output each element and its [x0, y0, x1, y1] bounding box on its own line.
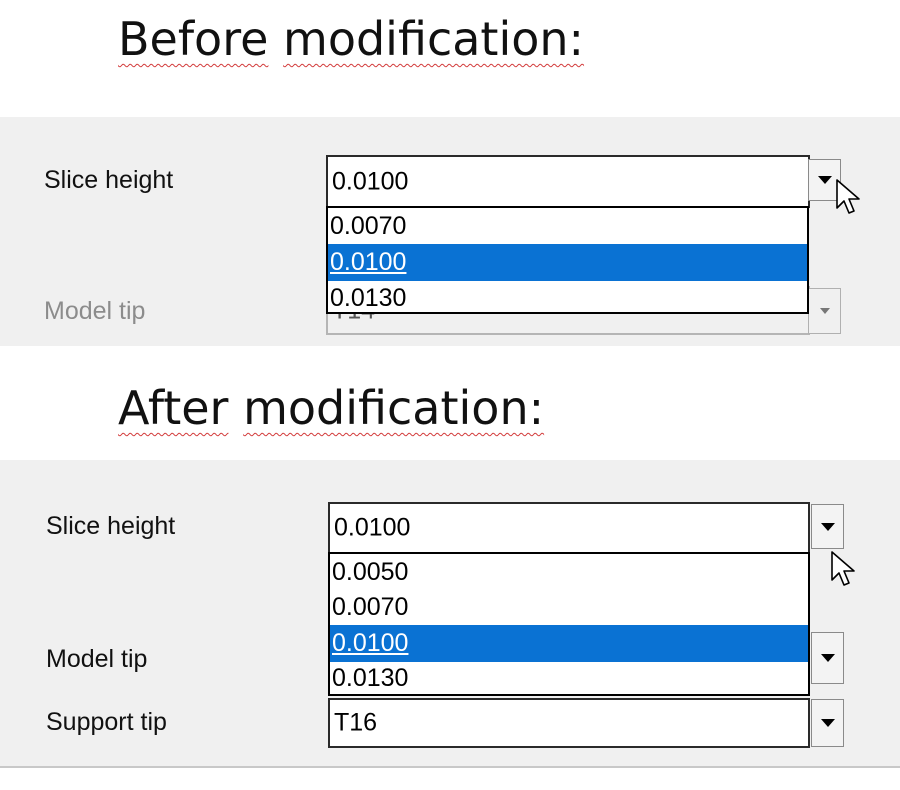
after-slice-height-label: Slice height [46, 512, 176, 540]
before-option-0[interactable]: 0.0070 [328, 208, 807, 245]
before-model-tip-dropdown-button [808, 288, 841, 334]
after-model-tip-dropdown-button[interactable] [811, 632, 844, 684]
mouse-pointer-icon [831, 551, 855, 586]
before-slice-height-combobox[interactable]: 0.0100 [326, 155, 810, 208]
after-heading: After modification: [118, 385, 544, 431]
dropdown-arrow-icon [820, 654, 835, 662]
before-option-0-text: 0.0070 [330, 212, 407, 240]
after-slice-height-value: 0.0100 [334, 513, 411, 542]
dropdown-arrow-icon [817, 176, 832, 184]
after-model-tip-label: Model tip [46, 645, 148, 673]
after-option-0-text: 0.0050 [332, 558, 409, 586]
before-slice-height-label: Slice height [44, 166, 174, 194]
dropdown-arrow-icon [819, 308, 830, 314]
before-slice-height-value: 0.0100 [332, 167, 409, 195]
before-model-tip-label: Model tip [44, 297, 146, 325]
after-slice-height-dropdown-list: 0.0050 0.0070 0.0100 0.0130 [328, 552, 810, 696]
after-option-0[interactable]: 0.0050 [330, 554, 808, 591]
dropdown-arrow-icon [820, 522, 835, 531]
before-heading-word1: Before [118, 12, 269, 66]
before-option-1-text: 0.0100 [330, 248, 407, 276]
before-option-2-text: 0.0130 [330, 284, 407, 312]
dropdown-arrow-icon [820, 719, 835, 727]
bottom-divider [0, 766, 900, 768]
after-slice-height-dropdown-button[interactable] [811, 504, 844, 549]
after-option-3-text: 0.0130 [332, 664, 409, 692]
mouse-pointer-icon [836, 179, 860, 214]
after-option-2[interactable]: 0.0100 [330, 625, 808, 662]
after-support-tip-value: T16 [334, 708, 378, 737]
after-support-tip-dropdown-button[interactable] [811, 699, 844, 747]
before-heading: Before modification: [118, 16, 584, 62]
after-support-tip-label: Support tip [46, 708, 167, 736]
before-option-2[interactable]: 0.0130 [328, 280, 807, 317]
before-option-1[interactable]: 0.0100 [328, 244, 807, 281]
before-slice-height-dropdown-list: 0.0070 0.0100 0.0130 [326, 206, 809, 314]
after-option-2-text: 0.0100 [332, 629, 409, 657]
after-heading-word2: modification: [243, 381, 545, 435]
before-slice-height-dropdown-button[interactable] [808, 159, 841, 201]
before-heading-word2: modification: [283, 12, 585, 66]
after-heading-word1: After [118, 381, 229, 435]
after-support-tip-combobox[interactable]: T16 [328, 698, 810, 748]
after-slice-height-combobox[interactable]: 0.0100 [328, 502, 810, 554]
after-option-1[interactable]: 0.0070 [330, 589, 808, 626]
after-option-3[interactable]: 0.0130 [330, 660, 808, 697]
after-option-1-text: 0.0070 [332, 593, 409, 621]
